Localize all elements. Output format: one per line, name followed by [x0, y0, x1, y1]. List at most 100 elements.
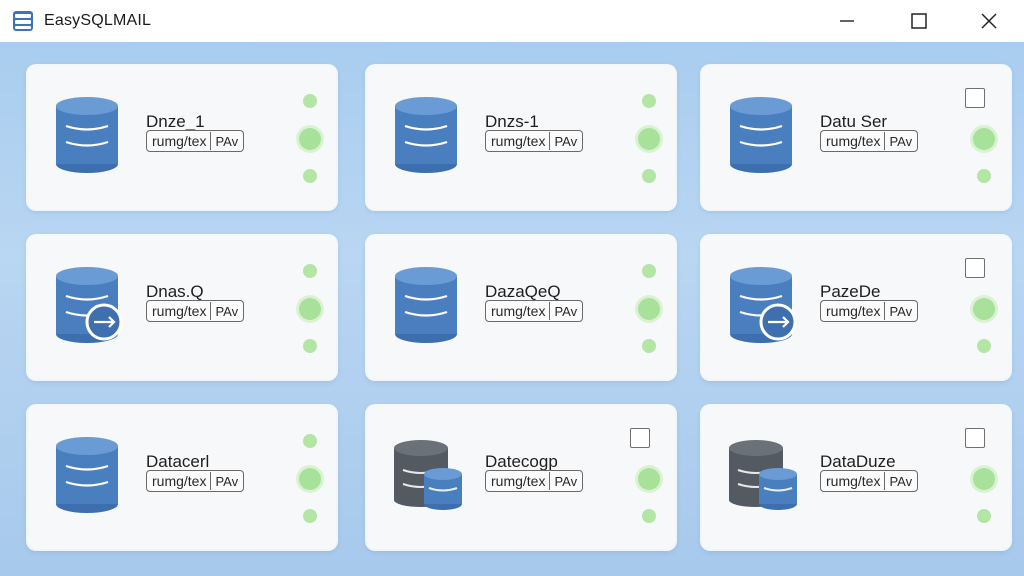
database-card[interactable]: Datecogp rumg/tex PAv — [367, 406, 675, 549]
tag-divider — [549, 472, 551, 490]
database-icon — [395, 97, 457, 173]
status-dot-bottom — [977, 509, 991, 523]
database-connect-icon — [56, 267, 123, 343]
tag-label: rumg/tex — [491, 133, 546, 149]
maximize-button[interactable] — [886, 0, 952, 42]
select-checkbox[interactable] — [965, 88, 985, 108]
minimize-button[interactable] — [814, 0, 880, 42]
tag-label: rumg/tex — [491, 473, 546, 489]
status-dot-bottom — [642, 339, 656, 353]
close-icon — [981, 13, 997, 29]
database-name: Dnas.Q — [146, 282, 204, 301]
status-indicator — [973, 128, 995, 150]
permission-label: PAv — [215, 473, 239, 489]
tag-divider — [549, 302, 551, 320]
database-tag: rumg/tex PAv — [146, 470, 245, 492]
tag-label: rumg/tex — [826, 473, 881, 489]
database-card[interactable]: DazaQeQ rumg/tex PAv — [367, 236, 675, 379]
permission-label: PAv — [889, 133, 913, 149]
status-dot-top — [642, 264, 656, 278]
title-bar: EasySQLMAIL — [0, 0, 1024, 42]
database-card[interactable]: Dnzs-1 rumg/tex PAv — [367, 66, 675, 209]
status-dot-bottom — [642, 169, 656, 183]
status-indicator — [638, 468, 660, 490]
database-tag: rumg/tex PAv — [820, 470, 919, 492]
status-dot-top — [303, 94, 317, 108]
database-card[interactable]: Datu Ser rumg/tex PAv — [702, 66, 1010, 209]
database-name: DataDuze — [820, 452, 896, 471]
tag-divider — [210, 302, 212, 320]
database-card[interactable]: PazeDe rumg/tex PAv — [702, 236, 1010, 379]
tag-divider — [210, 132, 212, 150]
status-dot-bottom — [303, 339, 317, 353]
tag-label: rumg/tex — [826, 303, 881, 319]
status-dot-top — [303, 434, 317, 448]
select-checkbox[interactable] — [630, 428, 650, 448]
database-card[interactable]: DataDuze rumg/tex PAv — [702, 406, 1010, 549]
status-indicator — [973, 298, 995, 320]
status-dot-bottom — [977, 339, 991, 353]
database-tag: rumg/tex PAv — [146, 130, 245, 152]
database-icon — [730, 97, 792, 173]
status-dot-bottom — [303, 509, 317, 523]
select-checkbox[interactable] — [965, 428, 985, 448]
tag-label: rumg/tex — [152, 473, 207, 489]
tag-divider — [549, 132, 551, 150]
database-card[interactable]: Dnze_1 rumg/tex PAv — [28, 66, 336, 209]
tag-divider — [884, 302, 886, 320]
permission-label: PAv — [554, 133, 578, 149]
database-card[interactable]: Dnas.Q rumg/tex PAv — [28, 236, 336, 379]
permission-label: PAv — [215, 133, 239, 149]
tag-label: rumg/tex — [491, 303, 546, 319]
database-tag: rumg/tex PAv — [820, 130, 919, 152]
status-dot-top — [303, 264, 317, 278]
tag-divider — [210, 472, 212, 490]
database-tag: rumg/tex PAv — [485, 470, 584, 492]
database-name: Datecogp — [485, 452, 558, 471]
app-database-icon — [13, 11, 33, 31]
tag-divider — [884, 472, 886, 490]
select-checkbox[interactable] — [965, 258, 985, 278]
database-name: Datacerl — [146, 452, 210, 471]
database-icon — [395, 267, 457, 343]
database-name: Datu Ser — [820, 112, 888, 131]
minimize-icon — [840, 20, 854, 22]
close-button[interactable] — [956, 0, 1022, 42]
database-tag: rumg/tex PAv — [146, 300, 245, 322]
database-name: DazaQeQ — [485, 282, 561, 301]
status-dot-bottom — [303, 169, 317, 183]
database-name: Dnze_1 — [146, 112, 205, 131]
status-indicator — [638, 128, 660, 150]
status-indicator — [299, 128, 321, 150]
window-title: EasySQLMAIL — [44, 12, 152, 29]
database-name: Dnzs-1 — [485, 112, 539, 131]
permission-label: PAv — [215, 303, 239, 319]
status-indicator — [299, 298, 321, 320]
status-dot-bottom — [642, 509, 656, 523]
database-card[interactable]: Datacerl rumg/tex PAv — [28, 406, 336, 549]
database-connect-icon — [730, 267, 797, 343]
status-dot-bottom — [977, 169, 991, 183]
status-indicator — [973, 468, 995, 490]
status-indicator — [638, 298, 660, 320]
status-indicator — [299, 468, 321, 490]
status-dot-top — [642, 94, 656, 108]
tag-label: rumg/tex — [152, 133, 207, 149]
maximize-icon — [911, 13, 927, 29]
database-tag: rumg/tex PAv — [485, 130, 584, 152]
database-stack-icon — [394, 440, 462, 510]
permission-label: PAv — [554, 473, 578, 489]
permission-label: PAv — [554, 303, 578, 319]
permission-label: PAv — [889, 303, 913, 319]
database-icon — [56, 97, 118, 173]
tag-divider — [884, 132, 886, 150]
permission-label: PAv — [889, 473, 913, 489]
tag-label: rumg/tex — [826, 133, 881, 149]
database-tag: rumg/tex PAv — [820, 300, 919, 322]
database-icon — [56, 437, 118, 513]
tag-label: rumg/tex — [152, 303, 207, 319]
database-name: PazeDe — [820, 282, 881, 301]
database-tag: rumg/tex PAv — [485, 300, 584, 322]
database-stack-icon — [729, 440, 797, 510]
